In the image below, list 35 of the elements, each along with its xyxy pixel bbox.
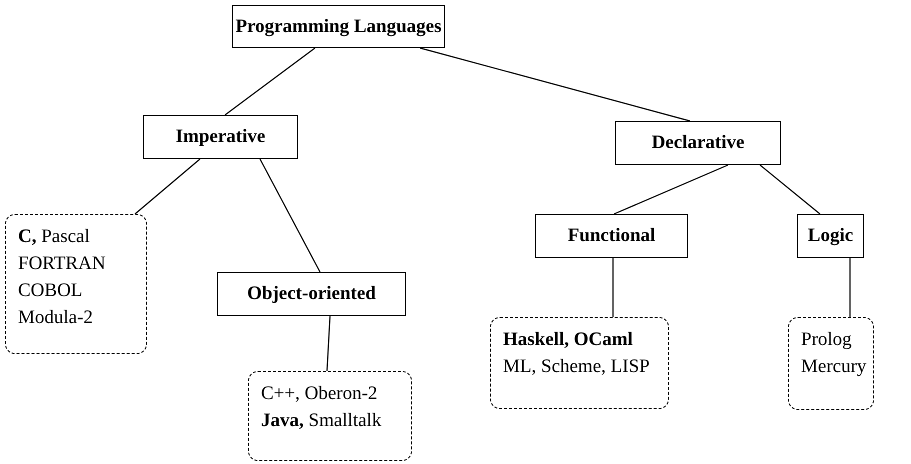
- language-list-item: ML, Scheme, LISP: [503, 355, 650, 379]
- language-list-item: C, Pascal: [18, 225, 90, 249]
- language-list-item: C++, Oberon-2: [261, 382, 378, 406]
- language-list-item: COBOL: [18, 279, 82, 303]
- category-box: [232, 5, 445, 48]
- category-label: Functional: [568, 225, 656, 247]
- language-list-box: [490, 317, 669, 409]
- category-box: [217, 272, 406, 316]
- language-list-item: Mercury: [801, 355, 866, 379]
- language-list-box: [5, 214, 147, 354]
- language-list-item: FORTRAN: [18, 252, 106, 276]
- language-list-box: [248, 371, 412, 461]
- category-box: [535, 214, 688, 258]
- category-box: [797, 214, 864, 258]
- connector-line: [259, 158, 321, 272]
- language-list-item: Modula-2: [18, 306, 93, 330]
- category-box: [615, 121, 781, 165]
- category-label: Object-oriented: [247, 283, 376, 305]
- connector-line: [224, 48, 316, 116]
- language-list-item: Prolog: [801, 328, 852, 352]
- connector-line: [612, 258, 614, 317]
- connector-line: [420, 47, 690, 122]
- connector-line: [760, 164, 820, 214]
- language-list-item: Java, Smalltalk: [261, 409, 382, 433]
- connector-line: [326, 316, 331, 372]
- category-label: Logic: [808, 225, 854, 247]
- category-label: Programming Languages: [235, 16, 442, 38]
- category-label: Imperative: [176, 126, 266, 148]
- category-label: Declarative: [652, 132, 744, 154]
- language-list-item: Haskell, OCaml: [503, 328, 633, 352]
- connector-line: [849, 258, 851, 317]
- language-list-box: [788, 317, 874, 410]
- connector-line: [614, 164, 728, 215]
- connector-line: [134, 158, 200, 214]
- category-box: [143, 115, 298, 159]
